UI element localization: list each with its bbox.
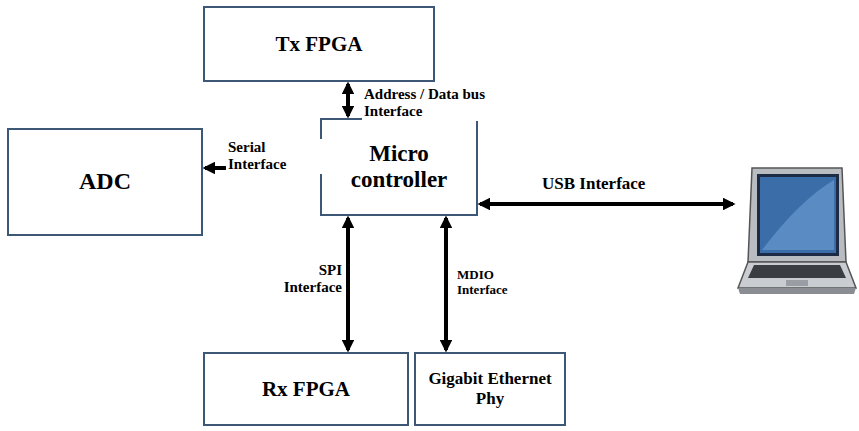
fpga-box: Tx FPGA [203, 6, 435, 82]
adc-box: ADC [7, 128, 203, 236]
bus-connector [346, 84, 350, 116]
interface-label: SPI Interface [262, 262, 344, 297]
box-title: Rx FPGA [262, 377, 350, 401]
box-title: Micro controller [332, 141, 466, 194]
box-title: Gigabit Ethernet Phy [426, 369, 554, 408]
microcontroller-box: Micro controller [320, 118, 478, 216]
interface-label: Address / Data bus Interface [362, 86, 494, 121]
box-title: Tx FPGA [276, 32, 363, 56]
interface-label: MDIO Interface [455, 268, 533, 298]
box-title: ADC [79, 168, 131, 196]
fpga-box: Rx FPGA [203, 352, 409, 426]
laptop-icon [738, 168, 856, 294]
interface-label: Serial Interface [226, 139, 322, 174]
phy-box: Gigabit Ethernet Phy [414, 352, 566, 426]
usb-connector [480, 202, 733, 206]
bus-connector [346, 218, 350, 350]
bus-connector [444, 218, 448, 350]
interface-label: USB Interface [540, 174, 684, 194]
